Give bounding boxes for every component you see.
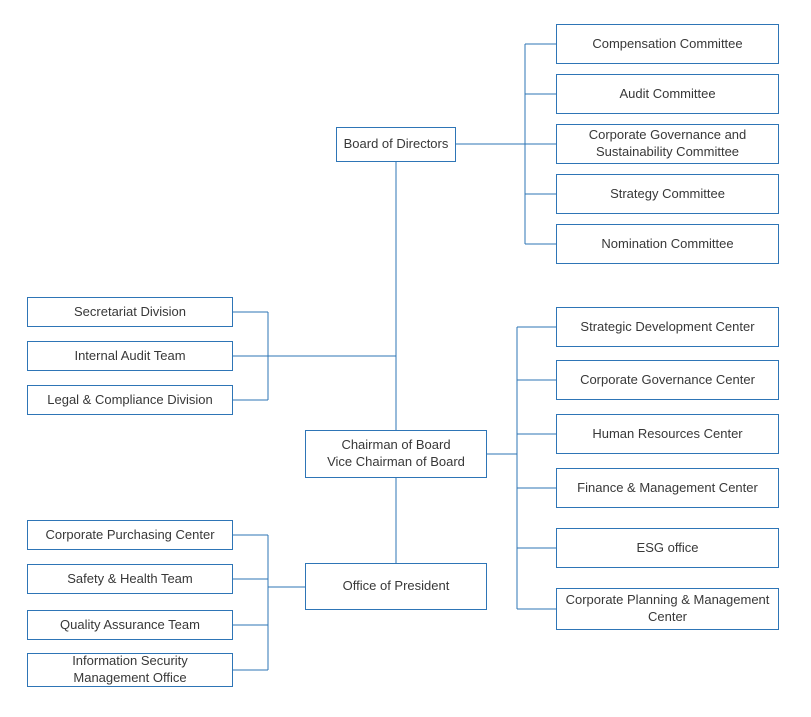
node-label: Legal & Compliance Division xyxy=(47,391,213,407)
chairman-line1: Chairman of Board xyxy=(341,437,451,453)
node-corporate-planning-management-center: Corporate Planning & Management Center xyxy=(556,588,779,630)
node-label: Office of President xyxy=(342,578,450,594)
node-label: Human Resources Center xyxy=(592,425,743,441)
node-office-of-president: Office of President xyxy=(305,563,487,610)
chairman-line2: Vice Chairman of Board xyxy=(327,454,465,469)
node-label: Safety & Health Team xyxy=(67,570,193,586)
node-label: Corporate Governance and Sustainability … xyxy=(588,127,747,159)
node-label: Board of Directors xyxy=(343,136,449,152)
node-board-of-directors: Board of Directors xyxy=(336,127,456,162)
node-label: Quality Assurance Team xyxy=(60,616,200,632)
node-label: Secretariat Division xyxy=(74,303,186,319)
node-label: Audit Committee xyxy=(619,85,716,101)
node-information-security-management-office: Information Security Management Office xyxy=(27,653,233,687)
node-strategic-development-center: Strategic Development Center xyxy=(556,307,779,347)
node-compensation-committee: Compensation Committee xyxy=(556,24,779,64)
node-legal-compliance-division: Legal & Compliance Division xyxy=(27,385,233,415)
node-nomination-committee: Nomination Committee xyxy=(556,224,779,264)
node-label: ESG office xyxy=(636,539,699,555)
node-secretariat-division: Secretariat Division xyxy=(27,297,233,327)
node-chairman-of-board: Chairman of Board Vice Chairman of Board xyxy=(305,430,487,478)
node-audit-committee: Audit Committee xyxy=(556,74,779,114)
node-label: Corporate Governance Center xyxy=(580,371,755,387)
node-corporate-governance-sustainability-committee: Corporate Governance and Sustainability … xyxy=(556,124,779,164)
node-strategy-committee: Strategy Committee xyxy=(556,174,779,214)
node-corporate-purchasing-center: Corporate Purchasing Center xyxy=(27,520,233,550)
node-label: Finance & Management Center xyxy=(577,479,758,495)
node-esg-office: ESG office xyxy=(556,528,779,568)
node-label: Compensation Committee xyxy=(592,35,743,51)
node-quality-assurance-team: Quality Assurance Team xyxy=(27,610,233,640)
node-label: Nomination Committee xyxy=(601,235,734,251)
node-label: Internal Audit Team xyxy=(74,347,186,363)
node-safety-health-team: Safety & Health Team xyxy=(27,564,233,594)
node-finance-management-center: Finance & Management Center xyxy=(556,468,779,508)
node-corporate-governance-center: Corporate Governance Center xyxy=(556,360,779,400)
node-label: Information Security Management Office xyxy=(72,653,188,685)
node-label: Strategic Development Center xyxy=(580,318,755,334)
node-human-resources-center: Human Resources Center xyxy=(556,414,779,454)
node-label: Corporate Purchasing Center xyxy=(45,526,215,542)
node-label: Corporate Planning & Management Center xyxy=(565,592,770,624)
node-internal-audit-team: Internal Audit Team xyxy=(27,341,233,371)
node-label: Strategy Committee xyxy=(610,185,725,201)
